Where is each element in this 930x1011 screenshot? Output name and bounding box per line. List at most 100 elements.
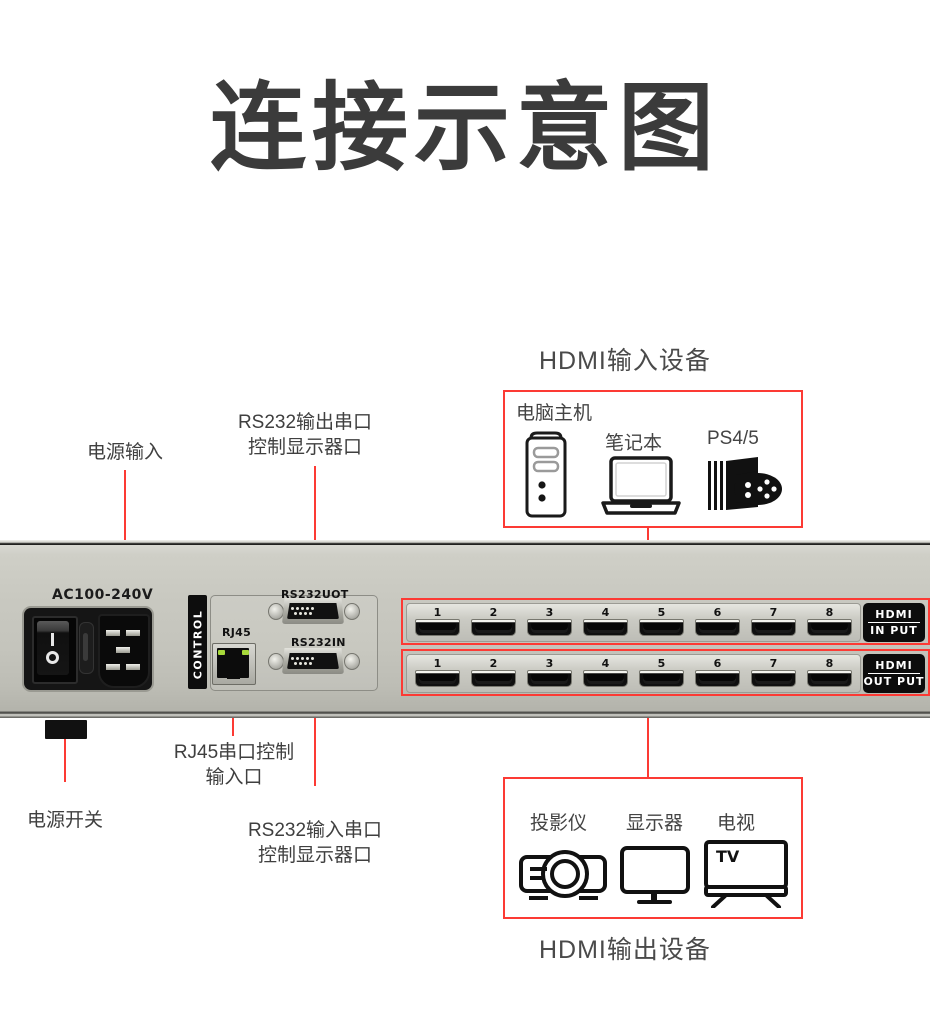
hdmi-input-port[interactable] xyxy=(527,619,572,636)
rj45-port[interactable] xyxy=(212,643,256,685)
tv-icon: TV xyxy=(703,840,789,913)
hdmi-input-port[interactable] xyxy=(807,619,852,636)
device-label-game-console: PS4/5 xyxy=(707,428,759,449)
hdmi-input-port[interactable] xyxy=(471,619,516,636)
hdmi-output-port-number: 8 xyxy=(825,657,834,670)
callout-power-switch: 电源开关 xyxy=(26,810,103,831)
rj45-port-label: RJ45 xyxy=(222,626,252,639)
ac-rating-label: AC100-240V xyxy=(52,587,154,603)
hdmi-input-port[interactable] xyxy=(695,619,740,636)
hdmi-output-port[interactable] xyxy=(583,670,628,687)
connector-output-devices xyxy=(647,696,649,777)
page-title: 连接示意图 xyxy=(210,71,720,184)
iec-pin xyxy=(126,664,140,670)
tag-divider xyxy=(868,673,920,674)
device-label-tv: 电视 xyxy=(717,813,756,834)
callout-rj45-line1: RJ45串口控制 xyxy=(173,742,295,763)
iec-pin xyxy=(106,664,120,670)
db9-cavity xyxy=(287,603,339,619)
hdmi-output-tag-line1: HDMI xyxy=(875,659,913,672)
tag-divider xyxy=(868,622,920,623)
hdmi-input-port-number: 1 xyxy=(433,606,442,619)
hdmi-input-tag-line2: IN PUT xyxy=(870,624,918,637)
hdmi-output-port[interactable] xyxy=(527,670,572,687)
power-rocker-switch[interactable] xyxy=(37,621,69,675)
hdmi-output-port[interactable] xyxy=(807,670,852,687)
monitor-icon xyxy=(619,845,691,912)
hdmi-output-port-number: 7 xyxy=(769,657,778,670)
leader-power-input xyxy=(124,470,126,608)
rs232-in-db9-port[interactable] xyxy=(268,648,360,674)
hdmi-output-port[interactable] xyxy=(471,670,516,687)
hdmi-output-tag: HDMI OUT PUT xyxy=(863,654,925,693)
hdmi-input-port[interactable] xyxy=(415,619,460,636)
iec-c14-inlet[interactable] xyxy=(98,614,150,688)
hdmi-output-port-number: 4 xyxy=(601,657,610,670)
device-label-projector: 投影仪 xyxy=(530,813,588,834)
hdmi-input-tag-line1: HDMI xyxy=(875,608,913,621)
power-switch-frame[interactable] xyxy=(32,616,78,684)
hdmi-input-devices-box xyxy=(503,390,803,528)
hdmi-output-port-number: 1 xyxy=(433,657,442,670)
db9-screw xyxy=(344,603,360,620)
power-inlet-module[interactable] xyxy=(24,608,152,690)
hdmi-output-port-number: 5 xyxy=(657,657,666,670)
leader-rs232-out xyxy=(314,466,316,604)
control-label: CONTROL xyxy=(191,609,205,680)
rj45-led-right xyxy=(242,650,249,655)
game-console-icon xyxy=(706,455,782,522)
leader-rs232-in xyxy=(314,686,316,786)
rj45-notch xyxy=(227,670,240,679)
iec-pin xyxy=(106,630,120,636)
tv-screen-label: TV xyxy=(716,847,740,866)
device-label-pc-tower: 电脑主机 xyxy=(516,403,593,424)
device-label-monitor: 显示器 xyxy=(626,813,684,834)
rj45-led-left xyxy=(218,650,225,655)
projector-icon xyxy=(518,845,610,912)
rs232-out-db9-port[interactable] xyxy=(268,598,360,624)
hdmi-input-port-number: 8 xyxy=(825,606,834,619)
iec-pin xyxy=(116,647,130,653)
hdmi-output-devices-box xyxy=(503,777,803,919)
rs232-in-port-label: RS232IN xyxy=(291,636,346,649)
control-label-strip: CONTROL xyxy=(188,595,207,689)
db9-screw xyxy=(344,653,360,670)
fuse-holder[interactable] xyxy=(79,622,94,674)
callout-rs232-in-line2: 控制显示器口 xyxy=(257,845,372,866)
hdmi-input-section-title: HDMI输入设备 xyxy=(539,347,711,375)
db9-cavity xyxy=(287,653,339,669)
callout-rs232-in-line1: RS232输入串口 xyxy=(247,820,383,841)
hdmi-output-port[interactable] xyxy=(695,670,740,687)
device-label-laptop: 笔记本 xyxy=(605,433,663,454)
hdmi-output-port-number: 3 xyxy=(545,657,554,670)
switch-on-marker xyxy=(51,633,54,646)
hdmi-output-port[interactable] xyxy=(751,670,796,687)
db9-pin-group xyxy=(291,657,335,666)
chassis-top-edge xyxy=(0,540,930,545)
hdmi-output-port[interactable] xyxy=(639,670,684,687)
hdmi-input-port-number: 4 xyxy=(601,606,610,619)
hdmi-input-port-number: 5 xyxy=(657,606,666,619)
hdmi-output-port[interactable] xyxy=(415,670,460,687)
switch-off-marker xyxy=(46,651,59,664)
hdmi-input-port[interactable] xyxy=(639,619,684,636)
callout-rs232-out-line1: RS232输出串口 xyxy=(237,412,373,433)
leader-power-switch xyxy=(64,720,66,782)
rs232-out-port-label: RS232UOT xyxy=(281,588,349,601)
callout-power-input: 电源输入 xyxy=(86,442,163,463)
hdmi-input-port[interactable] xyxy=(751,619,796,636)
hdmi-output-port-number: 2 xyxy=(489,657,498,670)
chassis-rubber-foot xyxy=(45,720,87,739)
laptop-icon xyxy=(600,455,682,522)
hdmi-output-tag-line2: OUT PUT xyxy=(863,675,925,688)
callout-rj45-line2: 输入口 xyxy=(205,767,263,788)
pc-tower-icon xyxy=(523,430,569,525)
hdmi-input-port-number: 2 xyxy=(489,606,498,619)
db9-screw xyxy=(268,653,284,670)
hdmi-input-port[interactable] xyxy=(583,619,628,636)
